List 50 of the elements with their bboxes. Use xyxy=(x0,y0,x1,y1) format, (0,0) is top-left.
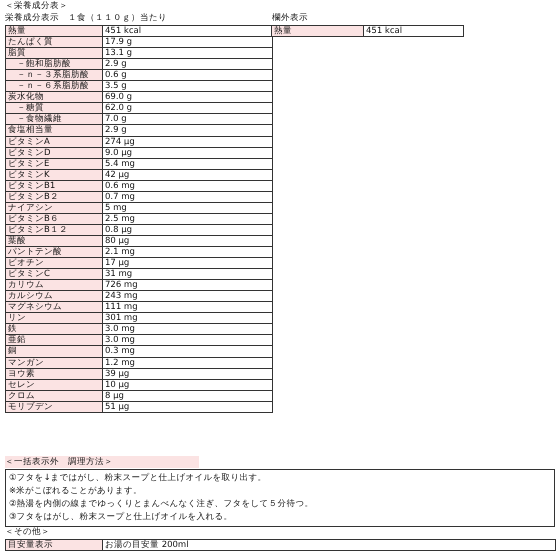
nutrient-name: ナイアシン xyxy=(5,202,103,214)
nutrient-name: ヨウ素 xyxy=(5,368,103,380)
nutrient-name: ビタミンB６ xyxy=(5,213,103,225)
nutrient-name: －ｎ－３系脂肪酸 xyxy=(5,69,103,81)
nutrient-name: クロム xyxy=(5,390,103,402)
instruction-line: ※米がこぼれることがあります。 xyxy=(9,485,142,497)
nutrient-value: 51 μg xyxy=(102,401,273,413)
nutrient-name: 鉄 xyxy=(5,323,103,335)
nutrient-name: －ｎ－６系脂肪酸 xyxy=(5,80,103,92)
nutrient-name: カルシウム xyxy=(5,290,103,302)
nutrient-name: カリウム xyxy=(5,279,103,291)
nutrient-name: セレン xyxy=(5,379,103,391)
section-heading: ＜その他＞ xyxy=(5,526,50,538)
nutrient-name: 亜鉛 xyxy=(5,334,103,346)
item-name: 目安量表示 xyxy=(5,539,103,551)
table-heading: 栄養成分表示 １食（１１０ｇ）当たり xyxy=(5,12,167,24)
nutrient-name: 食塩相当量 xyxy=(5,124,103,137)
instruction-line: ③フタをはがし、粉末スープと仕上げオイルを入れる。 xyxy=(9,511,233,523)
nutrient-name: マグネシウム xyxy=(5,301,103,313)
nutrient-name: ビタミンC xyxy=(5,268,103,280)
nutrient-name: ビタミンB1 xyxy=(5,180,103,192)
nutrient-name: ビタミンD xyxy=(5,147,103,159)
nutrient-name: モリブデン xyxy=(5,401,103,413)
nutrient-name: －糖質 xyxy=(5,102,103,114)
nutrient-name: 脂質 xyxy=(5,47,103,59)
section-heading: ＜栄養成分表＞ xyxy=(5,0,68,12)
instruction-line: ①フタを↓まではがし、粉末スープと仕上げオイルを取り出す。 xyxy=(9,472,267,484)
nutrient-name: リン xyxy=(5,312,103,324)
nutrient-name: －食物繊維 xyxy=(5,113,103,125)
nutrient-value: 451 kcal xyxy=(363,25,464,37)
instruction-line: ②熱湯を内側の線までゆっくりとまんべんなく注ぎ、フタをして５分待つ。 xyxy=(9,498,314,510)
nutrient-name: 葉酸 xyxy=(5,235,103,247)
nutrient-name: 熱量 xyxy=(271,25,364,37)
nutrient-name: パントテン酸 xyxy=(5,246,103,258)
nutrient-name: ビタミンE xyxy=(5,158,103,170)
nutrient-name: ビタミンB１２ xyxy=(5,224,103,236)
nutrient-name: マンガン xyxy=(5,357,103,369)
nutrient-name: ビタミンB２ xyxy=(5,191,103,203)
table-heading: 欄外表示 xyxy=(272,12,308,24)
nutrient-name: たんぱく質 xyxy=(5,36,103,48)
nutrient-name: 炭水化物 xyxy=(5,91,103,103)
nutrient-name: ビタミンA xyxy=(5,136,103,148)
item-value: お湯の目安量 200ml xyxy=(102,539,556,551)
section-heading: ＜一括表示外 調理方法＞ xyxy=(5,456,199,468)
nutrient-name: 熱量 xyxy=(5,25,103,37)
nutrient-name: ビオチン xyxy=(5,257,103,269)
nutrient-value: 42 μg xyxy=(102,169,273,181)
nutrient-name: 銅 xyxy=(5,345,103,358)
nutrient-name: ビタミンK xyxy=(5,169,103,181)
nutrient-name: －飽和脂肪酸 xyxy=(5,58,103,70)
